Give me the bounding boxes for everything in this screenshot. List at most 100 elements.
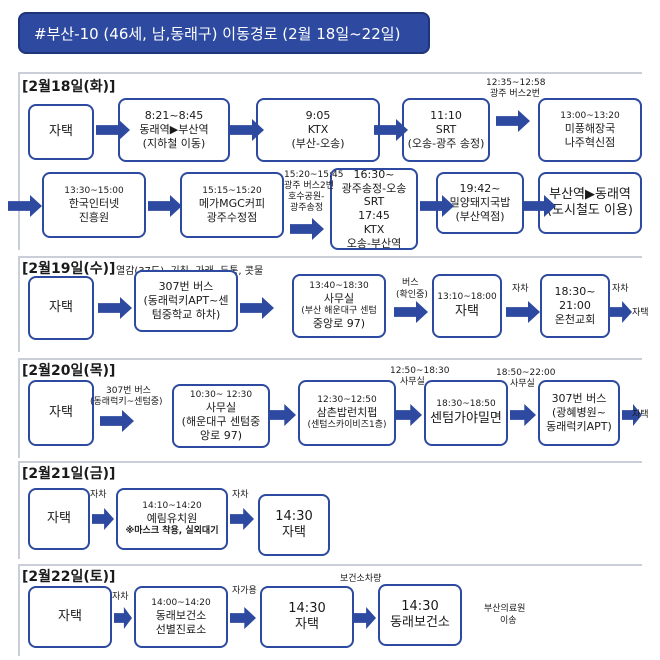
node-line: 14:00~14:20 bbox=[151, 597, 211, 608]
transit-label: 버스 bbox=[402, 278, 419, 288]
node-line: 자택 bbox=[49, 299, 73, 315]
node-line: KTX bbox=[363, 222, 385, 236]
node-feb18-gukbap: 19:42~밀양돼지국밥(부산역점) bbox=[436, 172, 524, 234]
transit-label: 자차 bbox=[612, 284, 629, 294]
node-line: 사무실 bbox=[205, 401, 237, 414]
node-line: 온천교회 bbox=[554, 312, 596, 326]
section-feb22 bbox=[18, 564, 642, 656]
node-line: 14:30 bbox=[275, 508, 313, 524]
arrow-icon bbox=[510, 404, 536, 426]
transit-label: 18:50~22:00 bbox=[496, 368, 556, 378]
arrow-icon bbox=[522, 195, 556, 217]
section-feb20 bbox=[18, 358, 642, 458]
transit-label: 사무실 bbox=[510, 379, 535, 389]
node-line: (센텀스카이비즈1층) bbox=[307, 419, 387, 430]
transit-label: 15:20~15:45 bbox=[284, 170, 344, 180]
node-line: 17:45 bbox=[358, 209, 390, 222]
arrow-icon bbox=[100, 410, 134, 432]
arrow-icon bbox=[622, 404, 642, 426]
date-feb19: [2월19일(수)] bbox=[22, 261, 116, 277]
node-line: 13:40~18:30 bbox=[309, 281, 369, 291]
node-line: 12:30~12:50 bbox=[317, 394, 377, 405]
node-feb19-home: 자택 bbox=[28, 276, 94, 340]
date-feb20: [2월20일(목)] bbox=[22, 363, 116, 379]
transit-label: 호수공원- bbox=[288, 192, 325, 202]
node-line: 19:42~ bbox=[459, 182, 501, 196]
node-line: (광혜병원~ bbox=[552, 406, 606, 420]
section-feb19 bbox=[18, 256, 642, 352]
arrow-icon bbox=[230, 607, 256, 629]
node-line: 자택 bbox=[295, 617, 319, 632]
node-line: 자택 bbox=[49, 123, 73, 139]
transit-label: 자택 bbox=[632, 410, 649, 420]
date-feb21: [2월21일(금)] bbox=[22, 466, 116, 482]
section-feb21 bbox=[18, 461, 642, 559]
node-line: 삼촌밥런치펍 bbox=[316, 406, 378, 420]
transit-label: 자차 bbox=[512, 284, 529, 294]
transit-label: 12:50~18:30 bbox=[390, 366, 450, 376]
arrow-icon bbox=[230, 119, 264, 141]
transit-label: 광주 버스2번 bbox=[284, 181, 334, 191]
node-line: 18:30~18:50 bbox=[436, 399, 496, 410]
node-line: 13:00~13:20 bbox=[560, 110, 620, 121]
node-line: 동래역▶부산역 bbox=[139, 123, 209, 137]
node-line: 오송-부산역 bbox=[346, 236, 402, 250]
node-line: 동래보건소 bbox=[390, 615, 450, 630]
node-line: 중앙로 97) bbox=[312, 317, 366, 331]
node-line: 자택 bbox=[58, 608, 82, 624]
transit-label: (동래럭키~센텀중) bbox=[90, 397, 163, 407]
node-line: 미풍해장국 bbox=[564, 121, 616, 135]
node-line: (부산-오송) bbox=[291, 136, 345, 150]
arrow-icon bbox=[394, 301, 428, 323]
transit-label: 자차 bbox=[90, 490, 107, 500]
node-line: (동래럭키APT~센 bbox=[143, 294, 229, 308]
node-line: 18:30~ bbox=[554, 285, 596, 299]
node-line: 한국인터넷 bbox=[68, 196, 120, 210]
transit-label: 이송 bbox=[500, 616, 517, 626]
arrow-icon bbox=[230, 508, 254, 530]
node-line: 센텀가야밀면 bbox=[430, 410, 502, 426]
node-line: 자택 bbox=[47, 510, 71, 526]
node-line: KTX bbox=[307, 123, 329, 137]
transit-label: 광주 버스2번 bbox=[490, 89, 540, 99]
arrow-icon bbox=[8, 195, 42, 217]
node-line: 광주수정점 bbox=[206, 210, 258, 224]
node-line: (오송-광주 송정) bbox=[407, 136, 485, 150]
node-line: 9:05 bbox=[305, 109, 331, 123]
node-line: 14:30 bbox=[401, 598, 439, 614]
node-line: 텀중학교 하차) bbox=[151, 307, 221, 321]
page-title: #부산-10 (46세, 남,동래구) 이동경로 (2월 18일~22일) bbox=[18, 12, 430, 54]
node-feb20-home: 자택 bbox=[28, 380, 94, 446]
arrow-icon bbox=[96, 119, 130, 141]
transit-label: 자차 bbox=[112, 592, 129, 602]
transit-label: 자가용 bbox=[232, 586, 257, 596]
node-line: 15:15~15:20 bbox=[202, 185, 262, 196]
arrow-icon bbox=[240, 297, 274, 319]
section-feb18 bbox=[18, 72, 642, 250]
transit-label: 광주송정 bbox=[290, 203, 324, 213]
node-line: 자택 bbox=[455, 303, 479, 319]
node-line: 나주혁신점 bbox=[564, 135, 616, 149]
node-line: (도시철도 이용) bbox=[546, 203, 634, 218]
transit-label: (확인중) bbox=[396, 290, 428, 300]
node-line: 21:00 bbox=[559, 299, 591, 313]
node-line: 진흥원 bbox=[78, 210, 110, 224]
arrow-icon bbox=[396, 404, 422, 426]
arrow-icon bbox=[270, 404, 296, 426]
arrow-icon bbox=[496, 110, 530, 132]
node-line: 자택 bbox=[49, 404, 73, 420]
date-feb18: [2월18일(화)] bbox=[22, 79, 116, 95]
arrow-icon bbox=[148, 195, 182, 217]
node-feb20-bus: 307번 버스(광혜병원~동래럭키APT) bbox=[538, 380, 620, 446]
transit-label: 부산의료원 bbox=[484, 604, 526, 614]
